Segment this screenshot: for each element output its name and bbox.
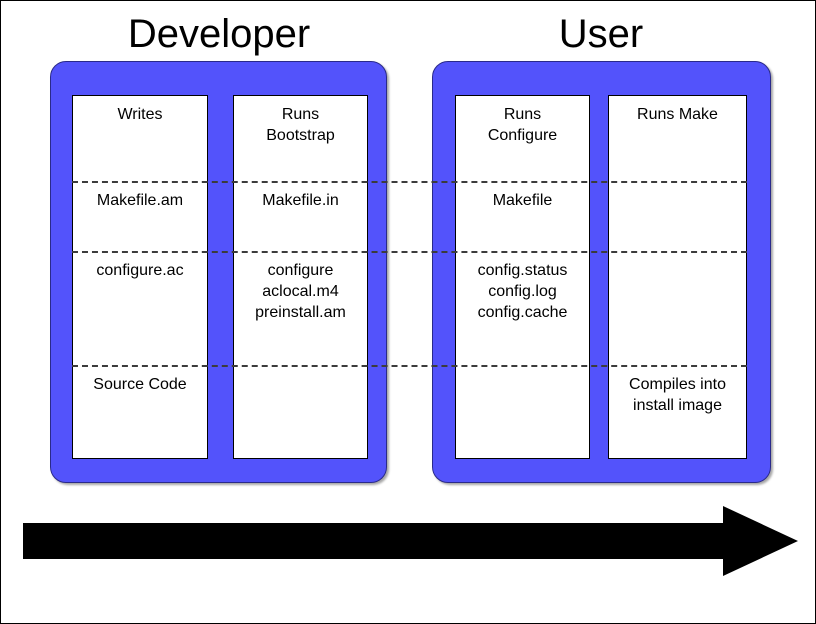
cell-bootstrap-generated-files: configure aclocal.m4 preinstall.am (234, 252, 367, 366)
cell-make-compiles: Compiles into install image (609, 366, 746, 458)
group-title-user: User (558, 12, 644, 56)
cell-configure-action: Runs Configure (456, 96, 589, 182)
row-divider-2 (72, 251, 747, 253)
column-user-configure: Runs Configure Makefile config.status co… (455, 95, 590, 459)
cell-writes-makefile-am: Makefile.am (73, 182, 207, 252)
time-flow-arrow (23, 506, 798, 576)
cell-bootstrap-empty (234, 366, 367, 458)
cell-bootstrap-action: Runs Bootstrap (234, 96, 367, 182)
cell-line: Runs (281, 106, 320, 123)
cell-line: Runs (503, 106, 542, 123)
cell-line: Bootstrap (266, 127, 335, 144)
cell-line: config.log (488, 283, 557, 300)
column-user-make: Runs Make Compiles into install image (608, 95, 747, 459)
cell-make-empty-1 (609, 182, 746, 252)
cell-bootstrap-makefile-in: Makefile.in (234, 182, 367, 252)
cell-line: Makefile.in (262, 192, 339, 209)
cell-line: config.status (477, 262, 568, 279)
cell-writes-source-code: Source Code (73, 366, 207, 458)
cell-configure-generated-files: config.status config.log config.cache (456, 252, 589, 366)
cell-make-empty-2 (609, 252, 746, 366)
cell-line: configure (267, 262, 334, 279)
cell-line: Makefile.am (96, 192, 184, 209)
cell-line: preinstall.am (255, 304, 346, 321)
cell-line: Runs Make (637, 106, 718, 123)
cell-line: Compiles into (629, 376, 726, 393)
column-developer-writes: Writes Makefile.am configure.ac Source C… (72, 95, 208, 459)
cell-writes-configure-ac: configure.ac (73, 252, 207, 366)
cell-line: Writes (117, 106, 163, 123)
cell-line: Source Code (93, 376, 187, 393)
group-title-developer: Developer (127, 12, 311, 56)
cell-configure-makefile: Makefile (456, 182, 589, 252)
cell-line: configure.ac (96, 262, 184, 279)
cell-line: config.cache (477, 304, 568, 321)
cell-line: Configure (487, 127, 558, 144)
row-divider-3 (72, 365, 747, 367)
cell-line: Makefile (492, 192, 553, 209)
cell-line: install image (633, 397, 722, 414)
cell-writes-action: Writes (73, 96, 207, 182)
column-developer-bootstrap: Runs Bootstrap Makefile.in configure acl… (233, 95, 368, 459)
row-divider-1 (72, 181, 747, 183)
cell-configure-empty (456, 366, 589, 458)
cell-make-action: Runs Make (609, 96, 746, 182)
cell-line: aclocal.m4 (262, 283, 339, 300)
